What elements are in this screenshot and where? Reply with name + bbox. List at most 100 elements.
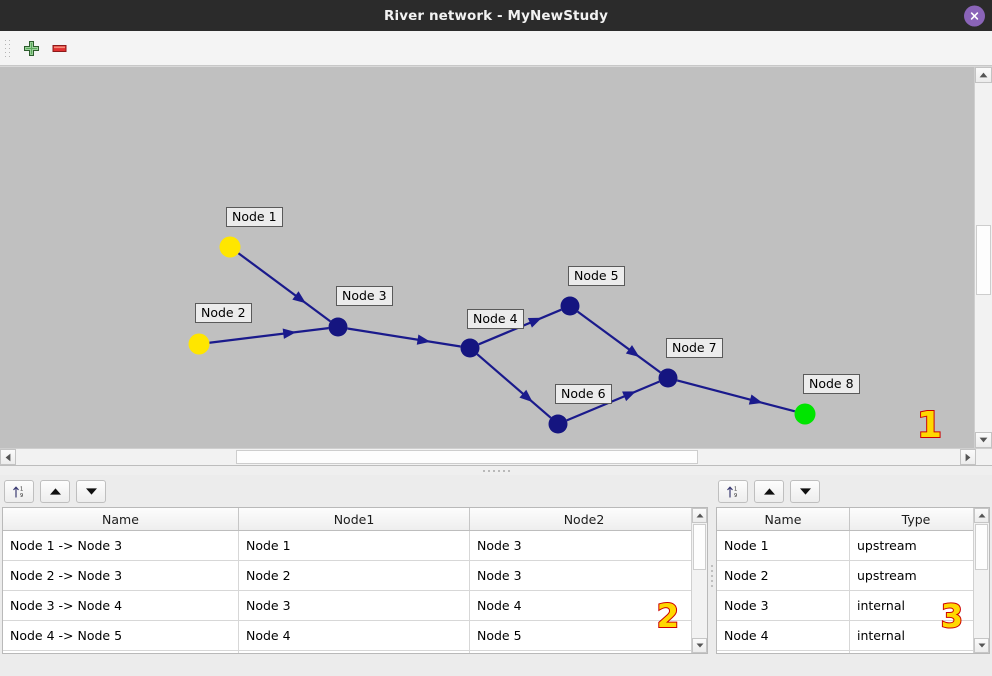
graph-node-label-n4[interactable]: Node 4 <box>467 309 524 329</box>
close-window-button[interactable] <box>964 5 985 26</box>
reaches-sort-button[interactable]: 1 9 <box>4 479 34 503</box>
table-cell[interactable] <box>717 650 850 653</box>
reaches-scroll-up-button[interactable] <box>692 508 707 523</box>
canvas-vertical-scrollbar[interactable] <box>974 67 992 448</box>
nodes-move-up-button[interactable] <box>754 479 784 503</box>
nodes-scroll-down-button[interactable] <box>974 638 989 653</box>
graph-node-n3[interactable] <box>328 317 348 337</box>
canvas-scroll-left-button[interactable] <box>0 449 16 465</box>
table-row-empty[interactable] <box>3 650 699 653</box>
graph-node-label-n3[interactable]: Node 3 <box>336 286 393 306</box>
table-cell[interactable]: Node 2 <box>717 560 850 591</box>
graph-edge[interactable] <box>476 353 552 419</box>
graph-node-n1[interactable] <box>219 236 241 258</box>
add-node-button[interactable] <box>17 34 45 62</box>
graph-edge[interactable] <box>209 327 329 344</box>
graph-node-n8[interactable] <box>794 403 816 425</box>
column-header-node1[interactable]: Node1 <box>238 508 470 531</box>
column-header-node2[interactable]: Node2 <box>469 508 699 531</box>
graph-edge[interactable] <box>577 310 661 374</box>
reaches-scroll-thumb[interactable] <box>693 524 706 570</box>
nodes-scroll-up-button[interactable] <box>974 508 989 523</box>
canvas-scroll-down-button[interactable] <box>975 432 992 448</box>
table-cell[interactable]: Node 5 <box>469 620 699 651</box>
table-cell[interactable]: Node 4 <box>717 620 850 651</box>
reaches-table-scrollbar[interactable] <box>691 508 707 653</box>
column-header-type[interactable]: Type <box>849 508 983 531</box>
graph-node-n6[interactable] <box>548 414 568 434</box>
table-cell[interactable] <box>849 650 983 653</box>
reaches-move-up-button[interactable] <box>40 479 70 503</box>
caret-down-icon <box>978 643 985 648</box>
table-cell[interactable]: Node 4 <box>469 590 699 621</box>
table-cell[interactable] <box>238 650 470 653</box>
table-cell[interactable]: Node 4 -> Node 5 <box>3 620 239 651</box>
graph-node-label-n8[interactable]: Node 8 <box>803 374 860 394</box>
graph-edge[interactable] <box>347 327 461 348</box>
table-cell[interactable] <box>3 650 239 653</box>
graph-node-n2[interactable] <box>188 333 210 355</box>
table-cell[interactable]: upstream <box>849 560 983 591</box>
reaches-scroll-down-button[interactable] <box>692 638 707 653</box>
canvas-vscroll-thumb[interactable] <box>976 225 991 295</box>
table-cell[interactable]: Node 1 -> Node 3 <box>3 530 239 561</box>
table-cell[interactable]: Node 2 <box>238 560 470 591</box>
table-cell[interactable]: Node 3 -> Node 4 <box>3 590 239 621</box>
graph-node-label-n6[interactable]: Node 6 <box>555 384 612 404</box>
table-cell[interactable]: Node 3 <box>238 590 470 621</box>
table-row-empty[interactable] <box>717 650 983 653</box>
vertical-splitter[interactable] <box>710 475 714 676</box>
table-cell[interactable]: Node 1 <box>717 530 850 561</box>
canvas-scroll-up-button[interactable] <box>975 67 992 83</box>
graph-edge[interactable] <box>676 379 796 413</box>
graph-edge[interactable] <box>566 380 660 422</box>
graph-canvas[interactable]: Node 1 Node 2 Node 3 Node 4 Node 5 Node 6 Node… <box>0 67 975 448</box>
graph-node-n5[interactable] <box>560 296 580 316</box>
reaches-move-down-button[interactable] <box>76 479 106 503</box>
nodes-sort-button[interactable]: 1 9 <box>718 479 748 503</box>
column-header-name[interactable]: Name <box>3 508 239 531</box>
graph-node-label-n1[interactable]: Node 1 <box>226 207 283 227</box>
column-header-name[interactable]: Name <box>717 508 850 531</box>
table-cell[interactable]: upstream <box>849 530 983 561</box>
table-cell[interactable]: internal <box>849 620 983 651</box>
canvas-hscroll-thumb[interactable] <box>236 450 698 464</box>
nodes-move-down-button[interactable] <box>790 479 820 503</box>
canvas-horizontal-scrollbar[interactable] <box>0 448 992 465</box>
toolbar-drag-handle[interactable] <box>3 38 12 58</box>
svg-text:1: 1 <box>734 486 737 492</box>
graph-node-label-n5[interactable]: Node 5 <box>568 266 625 286</box>
table-cell[interactable]: Node 4 <box>238 620 470 651</box>
table-cell[interactable]: Node 1 <box>238 530 470 561</box>
nodes-scroll-thumb[interactable] <box>975 524 988 570</box>
graph-node-label-n7[interactable]: Node 7 <box>666 338 723 358</box>
graph-edge[interactable] <box>237 252 332 323</box>
table-cell[interactable] <box>469 650 699 653</box>
graph-node-n7[interactable] <box>658 368 678 388</box>
table-cell[interactable]: internal <box>849 590 983 621</box>
table-cell[interactable]: Node 3 <box>717 590 850 621</box>
graph-node-label-n2[interactable]: Node 2 <box>195 303 252 323</box>
remove-node-button[interactable] <box>45 34 73 62</box>
horizontal-splitter[interactable] <box>0 465 992 475</box>
caret-up-icon <box>696 513 703 518</box>
table-cell[interactable]: Node 3 <box>469 530 699 561</box>
canvas-scroll-right-button[interactable] <box>960 449 976 465</box>
table-cell[interactable]: Node 2 -> Node 3 <box>3 560 239 591</box>
nodes-table-scrollbar[interactable] <box>973 508 989 653</box>
table-cell[interactable]: Node 3 <box>469 560 699 591</box>
graph-node-n4[interactable] <box>460 338 480 358</box>
